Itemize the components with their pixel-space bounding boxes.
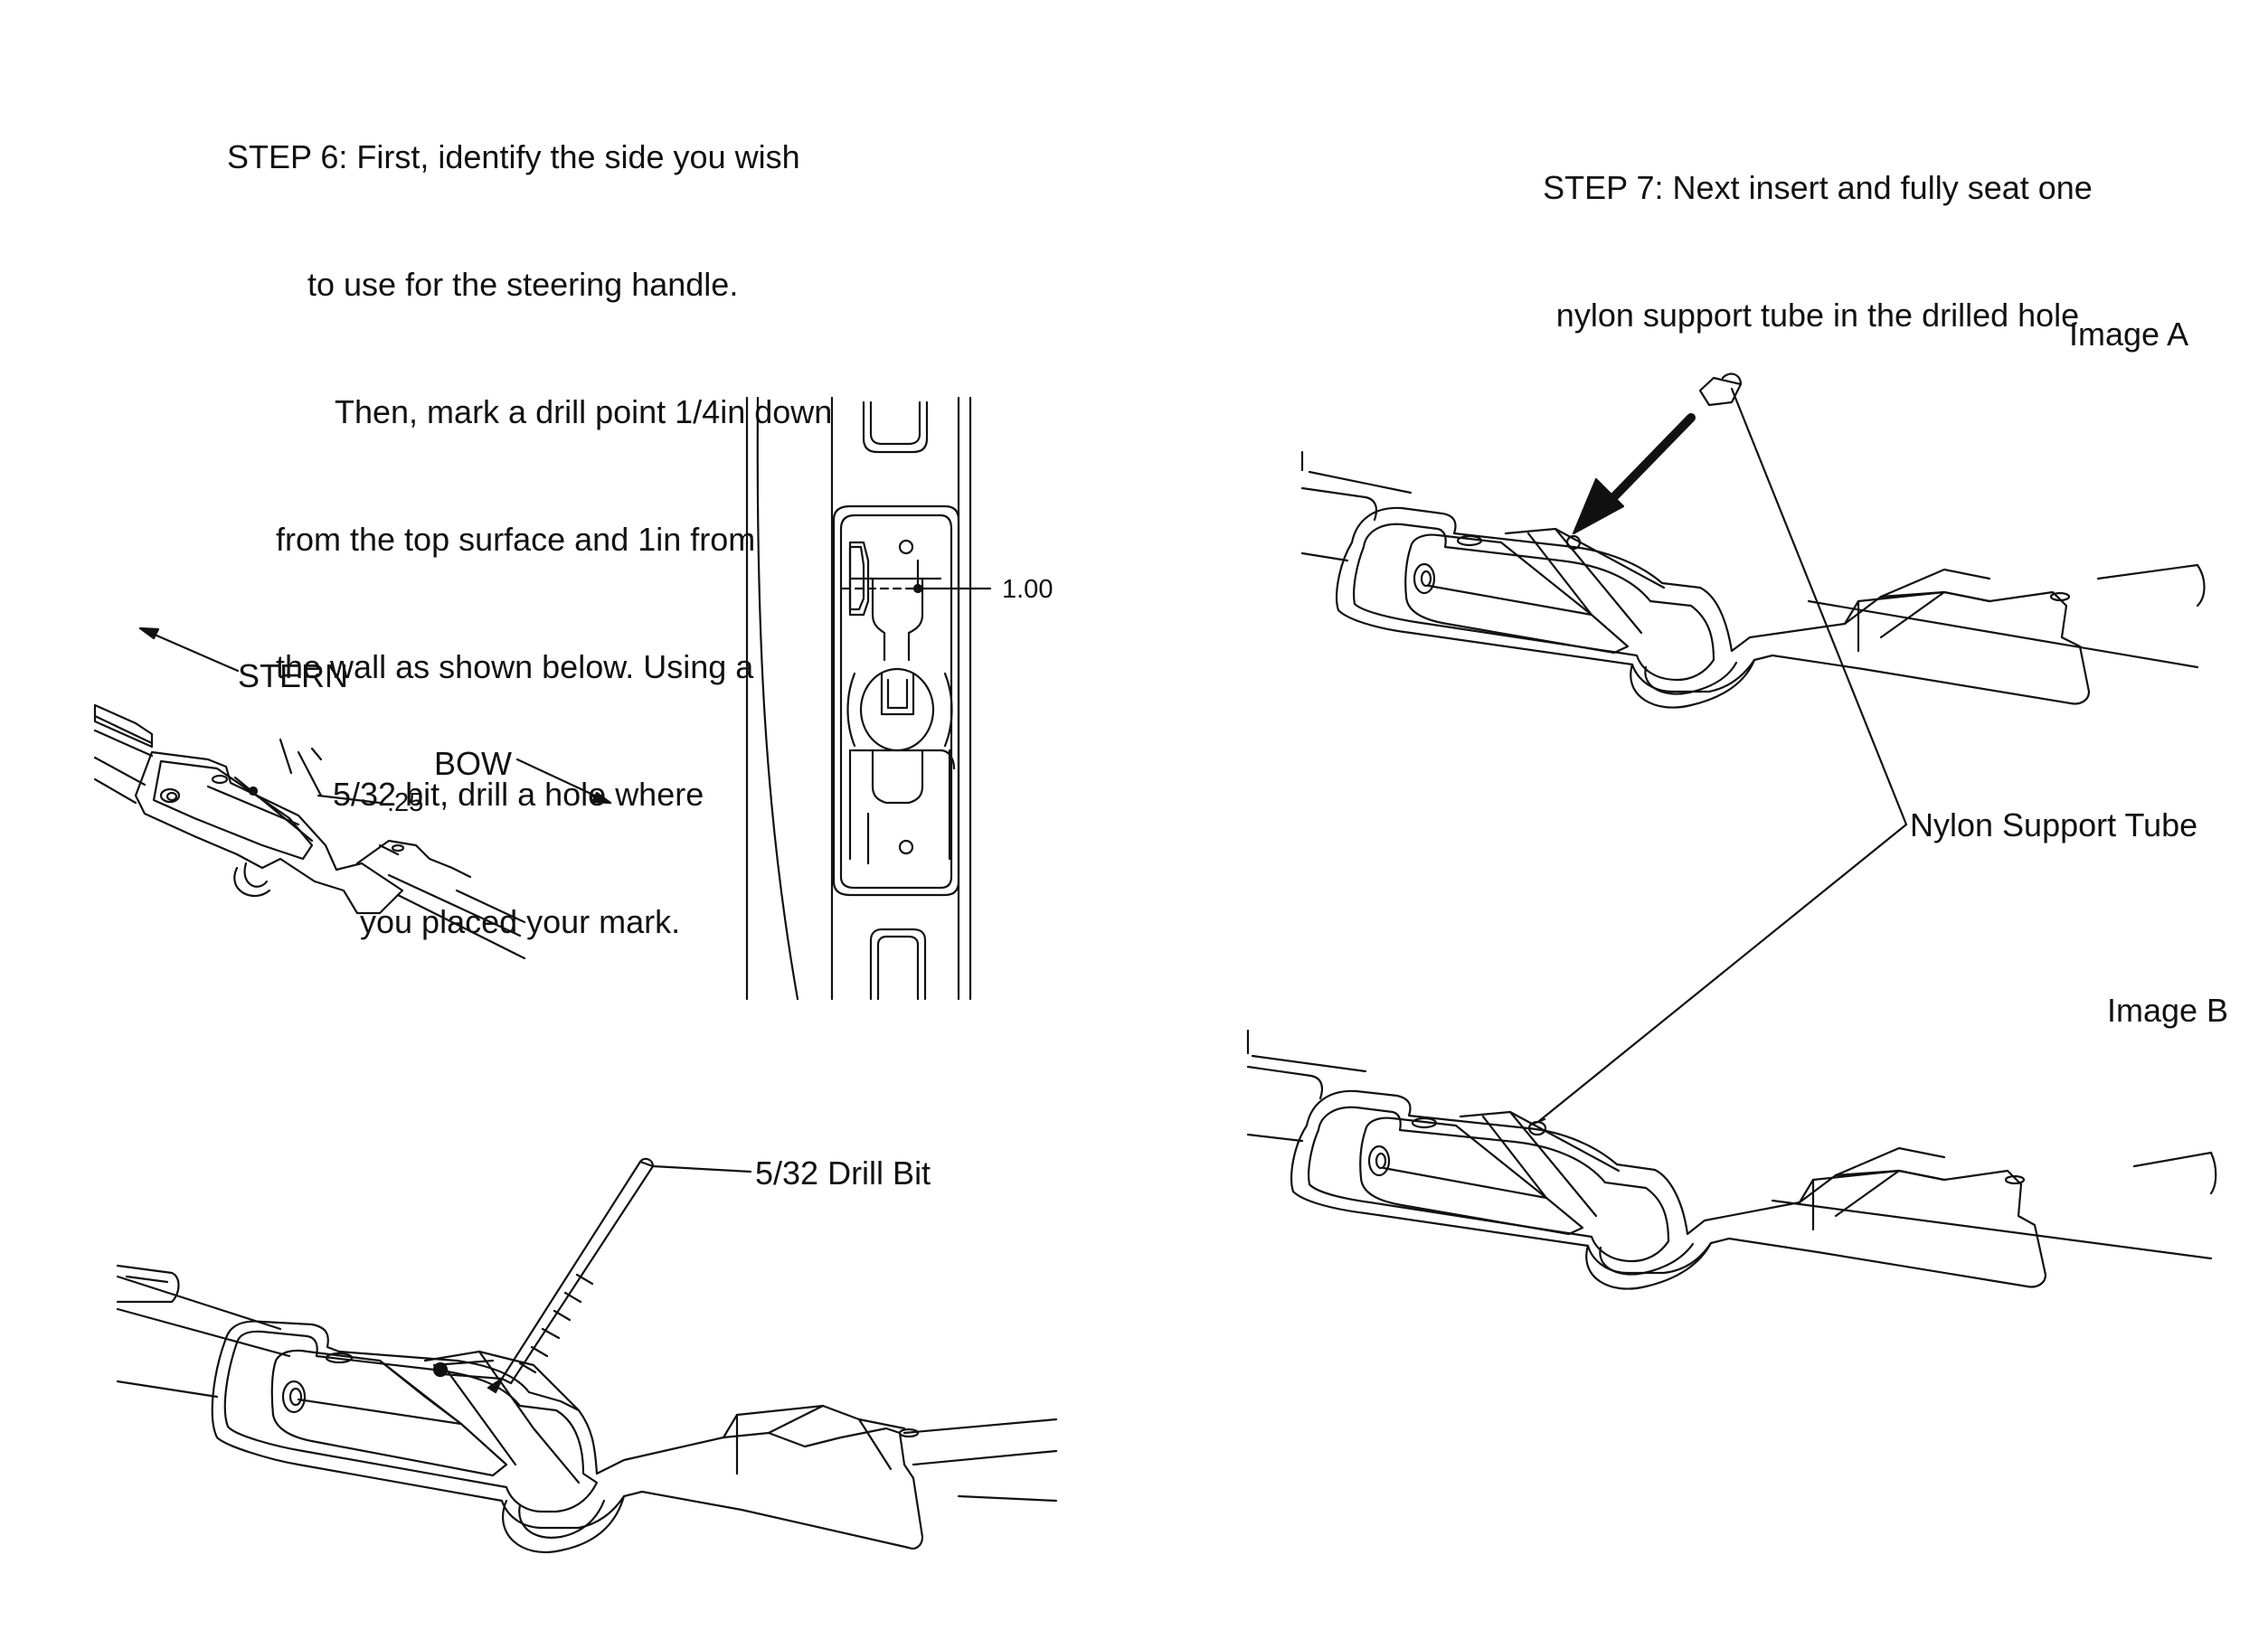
step6-line-6: 5/32 bit, drill a hole where [333,776,704,813]
step6-line-3: Then, mark a drill point 1/4in down [335,393,833,430]
drill-bit-label: 5/32 Drill Bit [755,1154,931,1192]
step7-image-b-view [1248,1031,2216,1289]
image-b-label: Image B [2107,992,2229,1029]
dimension-one-inch: 1.00 [1002,575,1054,604]
image-a-label: Image A [2069,316,2189,353]
step6-drill-view [118,1159,1056,1552]
step6-line-2: to use for the steering handle. [307,266,739,303]
step7-line-2: nylon support tube in the drilled hole [1555,297,2080,334]
nylon-support-tube-label: Nylon Support Tube [1910,806,2198,843]
stern-label: STERN [238,657,349,694]
nylon-tube-leaders [1539,389,1906,1121]
step6-top-view [747,398,990,999]
bow-label: BOW [434,745,512,782]
step6-isometric-view [95,628,610,958]
step7-image-a-view [1302,374,2205,708]
step6-line-1: STEP 6: First, identify the side you wis… [227,138,800,175]
step7-instructions: STEP 7: Next insert and fully seat one n… [1465,81,2170,421]
drill-bit-drawing [434,1159,653,1392]
step6-instructions: STEP 6: First, identify the side you wis… [222,51,909,1028]
step6-line-5: the wall as shown below. Using a [276,648,754,685]
step7-line-1: STEP 7: Next insert and fully seat one [1543,169,2093,206]
step6-line-7: you placed your mark. [360,903,681,940]
step6-line-4: from the top surface and 1in from [276,521,756,558]
dimension-quarter-inch: .25 [387,788,424,817]
